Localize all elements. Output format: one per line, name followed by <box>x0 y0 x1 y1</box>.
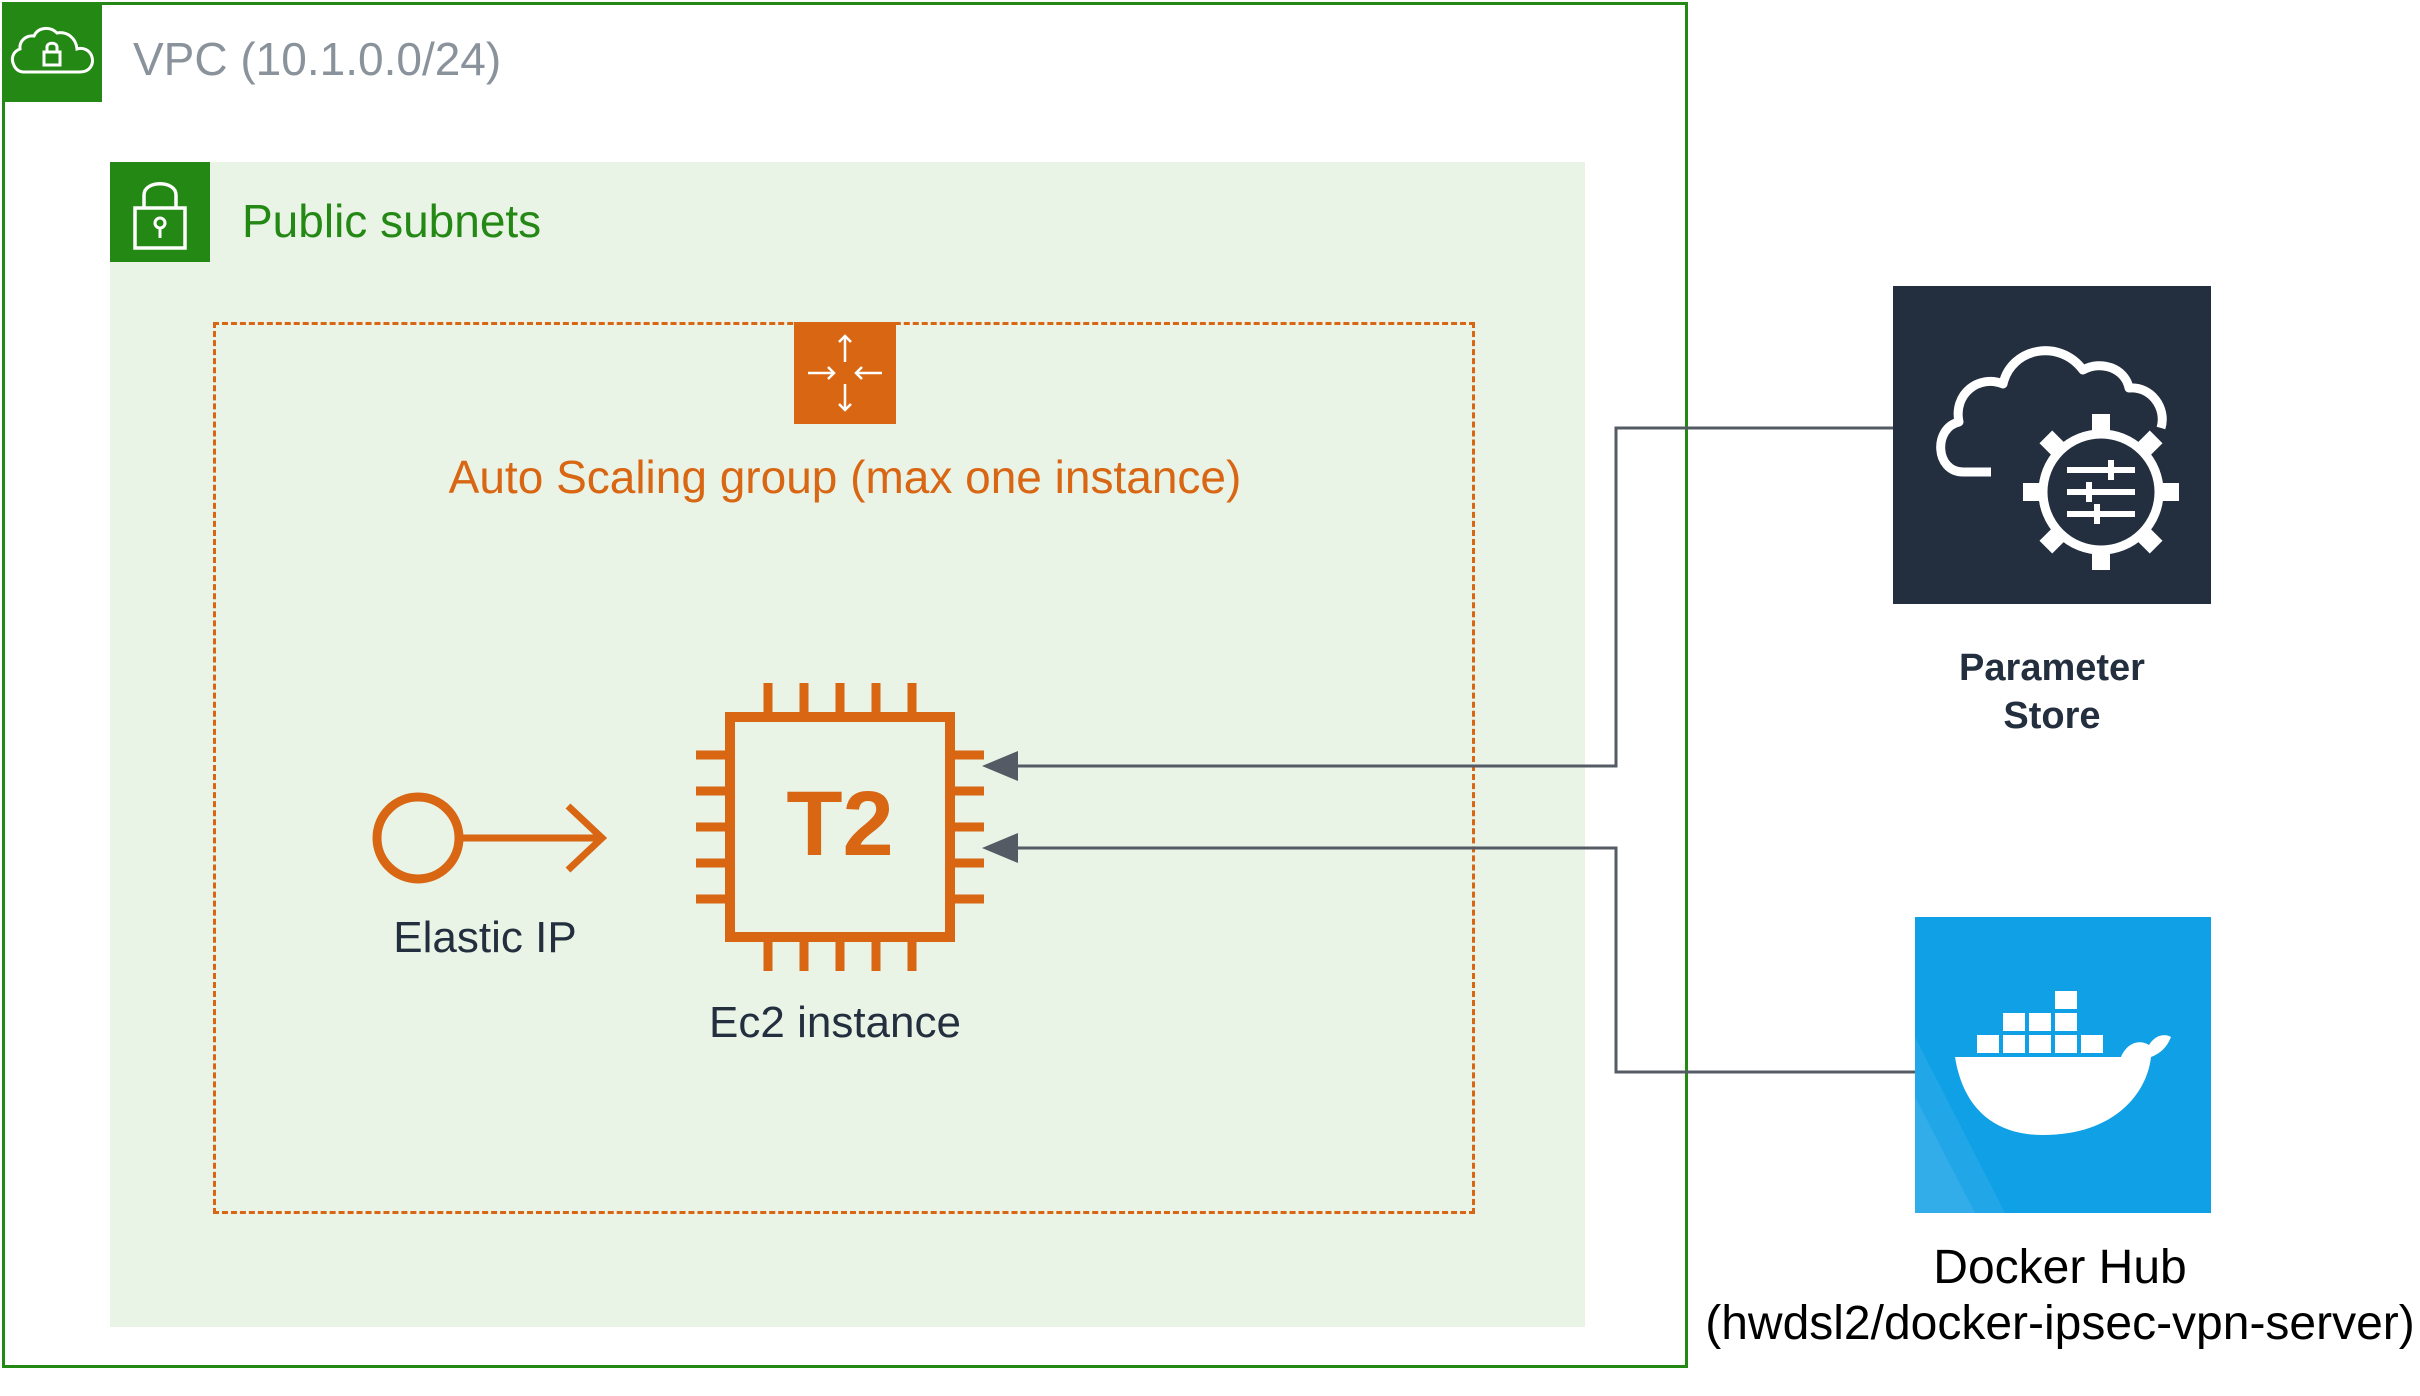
parameter-store-connector <box>1000 426 1893 768</box>
elastic-ip-icon <box>372 786 612 890</box>
ec2-chip-text: T2 <box>786 773 893 875</box>
vpc-container <box>2 2 1688 1368</box>
padlock-icon <box>110 162 210 262</box>
parameter-store-label: Parameter Store <box>1880 644 2224 740</box>
parameter-store-arrowhead <box>982 751 1018 781</box>
subnet-title: Public subnets <box>242 195 542 247</box>
docker-hub-connector <box>1000 846 1915 1074</box>
parameter-store-label-line2: Store <box>2003 695 2101 737</box>
cloud-gear-icon <box>1893 286 2211 604</box>
docker-hub-image-label: (hwdsl2/docker-ipsec-vpn-server) <box>1705 1297 2415 1350</box>
docker-hub-label: Docker Hub <box>1933 1241 2187 1294</box>
ec2-instance-label: Ec2 instance <box>709 998 961 1047</box>
ec2-chip-icon: T2 <box>690 677 990 977</box>
auto-scaling-arrows-icon <box>794 322 896 424</box>
docker-hub-arrowhead <box>982 833 1018 863</box>
vpc-cloud-lock-icon <box>2 2 102 102</box>
asg-title: Auto Scaling group (max one instance) <box>448 451 1242 503</box>
parameter-store-label-line1: Parameter <box>1959 647 2145 689</box>
docker-whale-icon <box>1915 917 2211 1213</box>
vpc-title: VPC (10.1.0.0/24) <box>133 33 502 85</box>
elastic-ip-label: Elastic IP <box>393 913 577 962</box>
